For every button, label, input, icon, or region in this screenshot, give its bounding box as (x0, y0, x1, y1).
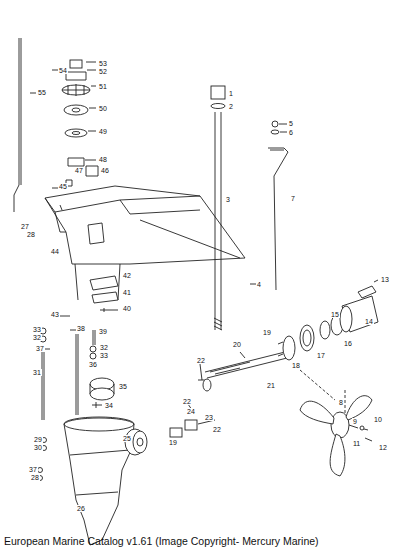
callout-number: 34 (104, 402, 114, 409)
callout-number: 54 (58, 67, 68, 74)
callout-number: 55 (37, 89, 47, 96)
callout-number: 11 (352, 440, 361, 447)
callout-number: 16 (343, 340, 353, 347)
callout-number: 51 (98, 83, 108, 90)
callout-number: 13 (380, 276, 390, 283)
callout-number: 19 (262, 329, 272, 336)
callout-number: 32 (32, 334, 42, 341)
callout-number: 20 (232, 341, 242, 348)
callout-number: 23 (204, 414, 214, 421)
callout-number: 6 (288, 129, 294, 136)
callout-number: 9 (352, 418, 358, 425)
callout-number: 46 (100, 167, 110, 174)
callout-number: 50 (98, 105, 108, 112)
callout-number: 52 (98, 68, 108, 75)
callout-number: 35 (118, 383, 128, 390)
callout-number: 48 (98, 156, 108, 163)
callout-number: 39 (98, 328, 108, 335)
callout-number: 19 (168, 439, 178, 446)
callout-number: 36 (88, 361, 98, 368)
callout-number: 38 (76, 325, 86, 332)
callout-number: 26 (76, 505, 86, 512)
callout-number: 33 (32, 326, 42, 333)
callout-number: 10 (373, 416, 383, 423)
callout-number: 21 (266, 382, 276, 389)
callout-number: 22 (196, 357, 206, 364)
callout-number: 22 (182, 398, 192, 405)
callout-number: 7 (290, 195, 296, 202)
callout-number: 37 (35, 345, 45, 352)
callout-number: 1 (228, 90, 234, 97)
callout-number: 18 (291, 362, 301, 369)
callout-number: 45 (58, 183, 68, 190)
callout-number: 15 (330, 311, 340, 318)
callout-number: 43 (50, 311, 60, 318)
callout-number: 31 (32, 369, 42, 376)
callout-number: 8 (338, 399, 344, 406)
callout-number: 17 (316, 352, 326, 359)
callout-number: 12 (378, 444, 388, 451)
callout-number: 5 (288, 120, 294, 127)
callout-number: 37 (28, 466, 38, 473)
callout-number: 3 (225, 196, 231, 203)
callout-number: 27 (20, 223, 30, 230)
callout-number: 30 (33, 444, 43, 451)
callout-number: 29 (33, 436, 43, 443)
callout-number: 53 (98, 60, 108, 67)
callout-number: 2 (228, 103, 234, 110)
callout-number: 42 (122, 272, 132, 279)
callout-number: 33 (99, 352, 109, 359)
callout-number: 47 (74, 167, 84, 174)
callout-number: 40 (122, 305, 132, 312)
callout-number: 44 (50, 248, 60, 255)
callout-number: 24 (186, 408, 196, 415)
caption: European Marine Catalog v1.61 (Image Cop… (4, 535, 319, 547)
callout-number: 28 (30, 474, 40, 481)
callout-number: 49 (98, 128, 108, 135)
callout-number: 4 (256, 281, 262, 288)
callout-number: 22 (212, 426, 222, 433)
callout-number: 25 (122, 435, 132, 442)
callout-number: 14 (364, 318, 374, 325)
callout-number: 41 (122, 289, 132, 296)
callout-number: 28 (26, 231, 36, 238)
callout-number: 32 (99, 344, 109, 351)
